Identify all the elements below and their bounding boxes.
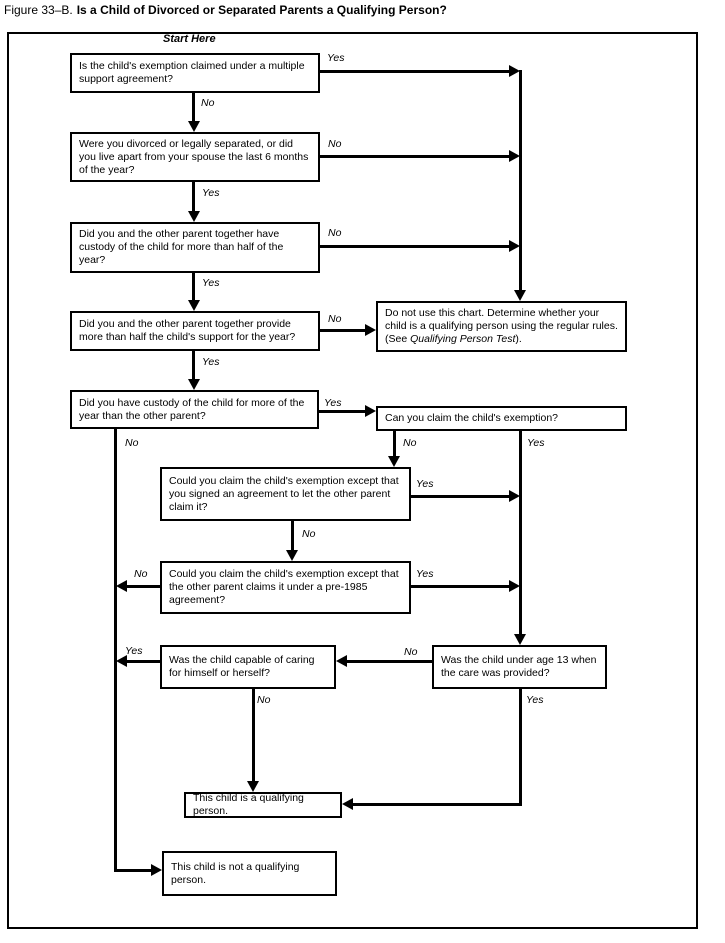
connector-claim-exemption-no: [393, 430, 396, 457]
arrowhead-pre-1985-no: [116, 580, 127, 592]
connector-signed-agreement-no: [291, 520, 294, 551]
label-multiple-support-yes: Yes: [327, 52, 345, 64]
label-joint-support-yes: Yes: [202, 356, 220, 368]
node-do-not-use-chart: Do not use this chart. Determine whether…: [376, 301, 627, 352]
arrowhead-claim-exemption-no: [388, 456, 400, 467]
label-joint-custody-yes: Yes: [202, 277, 220, 289]
arrowhead-joint-custody-no: [509, 240, 520, 252]
connector-claim-exemption-yes: [519, 430, 522, 635]
label-capable-yes: Yes: [125, 645, 143, 657]
connector-pre-1985-yes: [409, 585, 509, 588]
arrowhead-divorced-yes: [188, 211, 200, 222]
label-pre-1985-no: No: [134, 568, 148, 580]
node-under-age-13: Was the child under age 13 when the care…: [432, 645, 607, 689]
node-capable-of-caring: Was the child capable of caring for hims…: [160, 645, 336, 689]
arrowhead-into-qualifying: [342, 798, 353, 810]
connector-capable-no: [252, 688, 255, 782]
node-divorced-or-separated: Were you divorced or legally separated, …: [70, 132, 320, 182]
label-divorced-yes: Yes: [202, 187, 220, 199]
arrowhead-joint-support-yes: [188, 379, 200, 390]
label-multiple-support-no: No: [201, 97, 215, 109]
connector-collector-to-do-not-use: [519, 70, 522, 290]
label-pre-1985-yes: Yes: [416, 568, 434, 580]
figure-title-text: Is a Child of Divorced or Separated Pare…: [76, 3, 447, 17]
node-not-qualifying-person: This child is not a qualifying person.: [162, 851, 337, 896]
connector-divorced-yes: [192, 181, 195, 212]
label-capable-no: No: [257, 694, 271, 706]
label-joint-custody-no: No: [328, 227, 342, 239]
connector-under-13-yes-vertical: [519, 688, 522, 806]
arrowhead-divorced-no: [509, 150, 520, 162]
connector-under-13-no: [346, 660, 433, 663]
node-multiple-support-agreement: Is the child's exemption claimed under a…: [70, 53, 320, 93]
arrowhead-joint-custody-yes: [188, 300, 200, 311]
connector-under-13-yes-horizontal: [352, 803, 522, 806]
arrowhead-signed-agreement-no: [286, 550, 298, 561]
label-claim-exemption-yes: Yes: [527, 437, 545, 449]
arrowhead-capable-yes: [116, 655, 127, 667]
arrowhead-more-custody-yes: [365, 405, 376, 417]
connector-capable-yes: [127, 660, 161, 663]
connector-joint-custody-yes: [192, 272, 195, 301]
arrowhead-pre-1985-yes: [509, 580, 520, 592]
node-pre-1985-agreement: Could you claim the child's exemption ex…: [160, 561, 411, 614]
label-under-13-no: No: [404, 646, 418, 658]
connector-more-custody-yes: [317, 410, 366, 413]
label-more-custody-no: No: [125, 437, 139, 449]
arrowhead-into-under-age-13: [514, 634, 526, 645]
connector-more-custody-no-horizontal: [114, 869, 152, 872]
connector-joint-custody-no: [318, 245, 510, 248]
label-signed-agreement-yes: Yes: [416, 478, 434, 490]
arrowhead-signed-agreement-yes: [509, 490, 520, 502]
node-claim-exemption: Can you claim the child's exemption?: [376, 406, 627, 431]
connector-multiple-support-no: [192, 91, 195, 122]
arrowhead-joint-support-no: [365, 324, 376, 336]
start-here-label: Start Here: [163, 33, 216, 45]
label-divorced-no: No: [328, 138, 342, 150]
arrowhead-under-13-no: [336, 655, 347, 667]
node-joint-support: Did you and the other parent together pr…: [70, 311, 320, 351]
label-more-custody-yes: Yes: [324, 397, 342, 409]
label-signed-agreement-no: No: [302, 528, 316, 540]
arrowhead-capable-no: [247, 781, 259, 792]
label-under-13-yes: Yes: [526, 694, 544, 706]
figure-title: Figure 33–B.Is a Child of Divorced or Se…: [4, 3, 447, 17]
node-is-qualifying-person: This child is a qualifying person.: [184, 792, 342, 818]
connector-signed-agreement-yes: [409, 495, 509, 498]
qualifying-person-test-reference: Qualifying Person Test: [410, 333, 516, 345]
node-signed-agreement: Could you claim the child's exemption ex…: [160, 467, 411, 521]
connector-multiple-support-yes: [318, 70, 510, 73]
connector-joint-support-yes: [192, 350, 195, 380]
chart-border: [7, 32, 698, 929]
arrowhead-into-do-not-use: [514, 290, 526, 301]
figure-label: Figure 33–B.: [4, 3, 73, 17]
arrowhead-multiple-support-no: [188, 121, 200, 132]
label-joint-support-no: No: [328, 313, 342, 325]
arrowhead-multiple-support-yes: [509, 65, 520, 77]
node-more-custody: Did you have custody of the child for mo…: [70, 390, 319, 429]
arrowhead-into-not-qualifying: [151, 864, 162, 876]
connector-more-custody-no-vertical: [114, 427, 117, 872]
node-joint-custody: Did you and the other parent together ha…: [70, 222, 320, 273]
connector-divorced-no: [318, 155, 510, 158]
connector-joint-support-no: [318, 329, 366, 332]
label-claim-exemption-no: No: [403, 437, 417, 449]
connector-pre-1985-no: [127, 585, 161, 588]
